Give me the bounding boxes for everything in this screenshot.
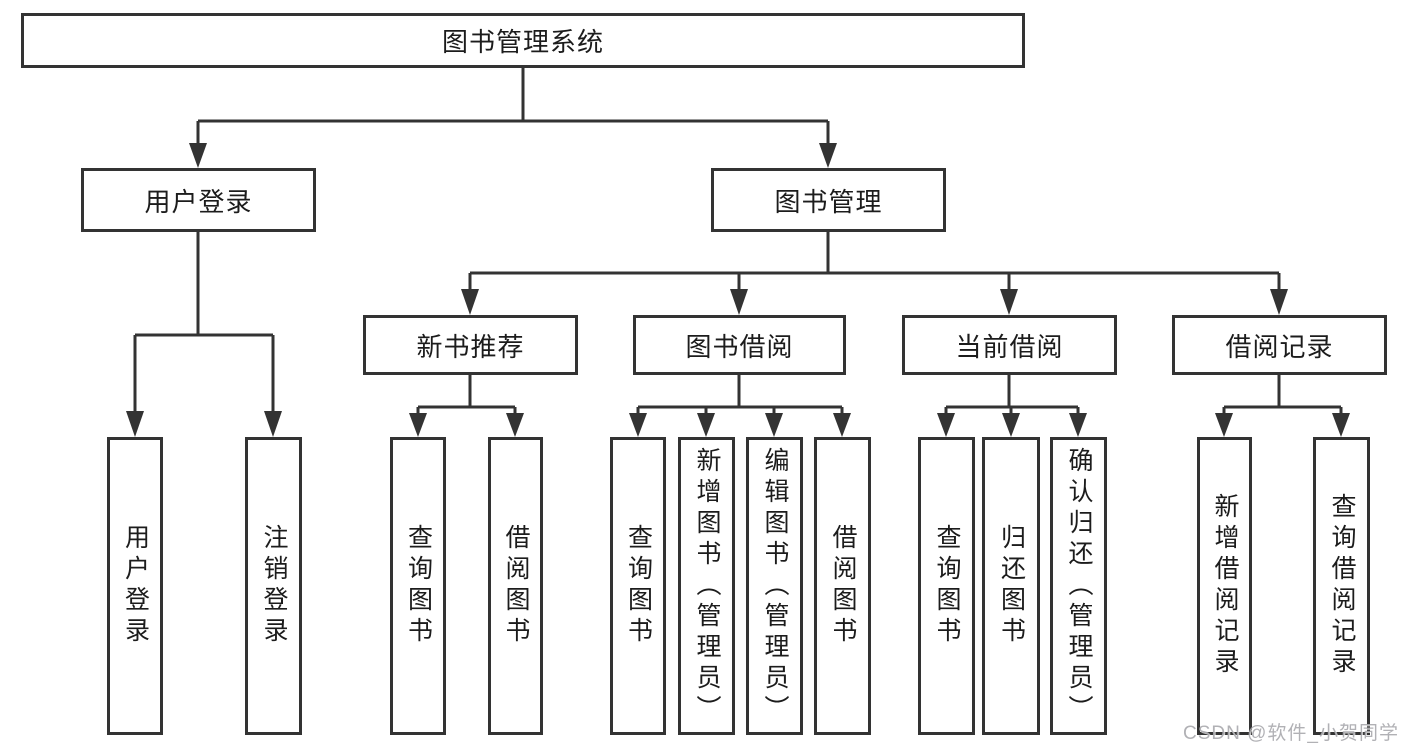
- node-new-book-recommend-label: 新书推荐: [416, 331, 525, 362]
- leaf-add-books-admin: 新增图书（管理员）: [678, 437, 735, 735]
- leaf-logout-login: 注销登录: [245, 437, 302, 735]
- leaf-add-borrow-record: 新增借阅记录: [1197, 437, 1252, 735]
- leaf-borrow-books-borrowing-label: 借阅图书: [829, 524, 857, 648]
- leaf-edit-books-admin-label: 编辑图书（管理员）: [761, 446, 789, 726]
- node-root: 图书管理系统: [21, 13, 1025, 68]
- leaf-return-books-label: 归还图书: [997, 524, 1026, 648]
- node-new-book-recommend: 新书推荐: [363, 315, 578, 375]
- node-borrowing-records-label: 借阅记录: [1225, 331, 1334, 362]
- node-borrowing-records: 借阅记录: [1172, 315, 1387, 375]
- leaf-query-books-recommend: 查询图书: [390, 437, 446, 735]
- leaf-user-login-label: 用户登录: [121, 524, 150, 648]
- leaf-query-borrow-record: 查询借阅记录: [1313, 437, 1370, 735]
- leaf-logout-login-label: 注销登录: [260, 524, 288, 648]
- node-user-login-label: 用户登录: [144, 186, 253, 217]
- node-current-borrowing: 当前借阅: [902, 315, 1117, 375]
- leaf-confirm-return-admin-label: 确认归还（管理员）: [1065, 446, 1093, 726]
- leaf-edit-books-admin: 编辑图书（管理员）: [746, 437, 803, 735]
- leaf-query-books-recommend-label: 查询图书: [404, 524, 433, 648]
- leaf-query-books-borrowing: 查询图书: [610, 437, 666, 735]
- node-book-management: 图书管理: [711, 168, 946, 232]
- node-book-borrowing-label: 图书借阅: [685, 331, 794, 362]
- leaf-user-login: 用户登录: [107, 437, 163, 735]
- node-book-management-label: 图书管理: [774, 186, 883, 217]
- leaf-borrow-books-recommend: 借阅图书: [488, 437, 543, 735]
- leaf-query-books-current-label: 查询图书: [933, 524, 961, 648]
- leaf-borrow-books-recommend-label: 借阅图书: [502, 524, 530, 648]
- node-user-login: 用户登录: [81, 168, 316, 232]
- leaf-confirm-return-admin: 确认归还（管理员）: [1050, 437, 1107, 735]
- node-root-label: 图书管理系统: [441, 27, 604, 57]
- csdn-watermark: CSDN @软件_小贺同学: [1183, 723, 1399, 744]
- node-current-borrowing-label: 当前借阅: [955, 331, 1064, 362]
- leaf-borrow-books-borrowing: 借阅图书: [814, 437, 871, 735]
- leaf-return-books: 归还图书: [982, 437, 1040, 735]
- leaf-query-books-current: 查询图书: [918, 437, 975, 735]
- leaf-query-books-borrowing-label: 查询图书: [624, 524, 653, 648]
- node-book-borrowing: 图书借阅: [633, 315, 846, 375]
- leaf-add-books-admin-label: 新增图书（管理员）: [693, 446, 721, 726]
- leaf-add-borrow-record-label: 新增借阅记录: [1211, 493, 1239, 679]
- leaf-query-borrow-record-label: 查询借阅记录: [1328, 493, 1356, 679]
